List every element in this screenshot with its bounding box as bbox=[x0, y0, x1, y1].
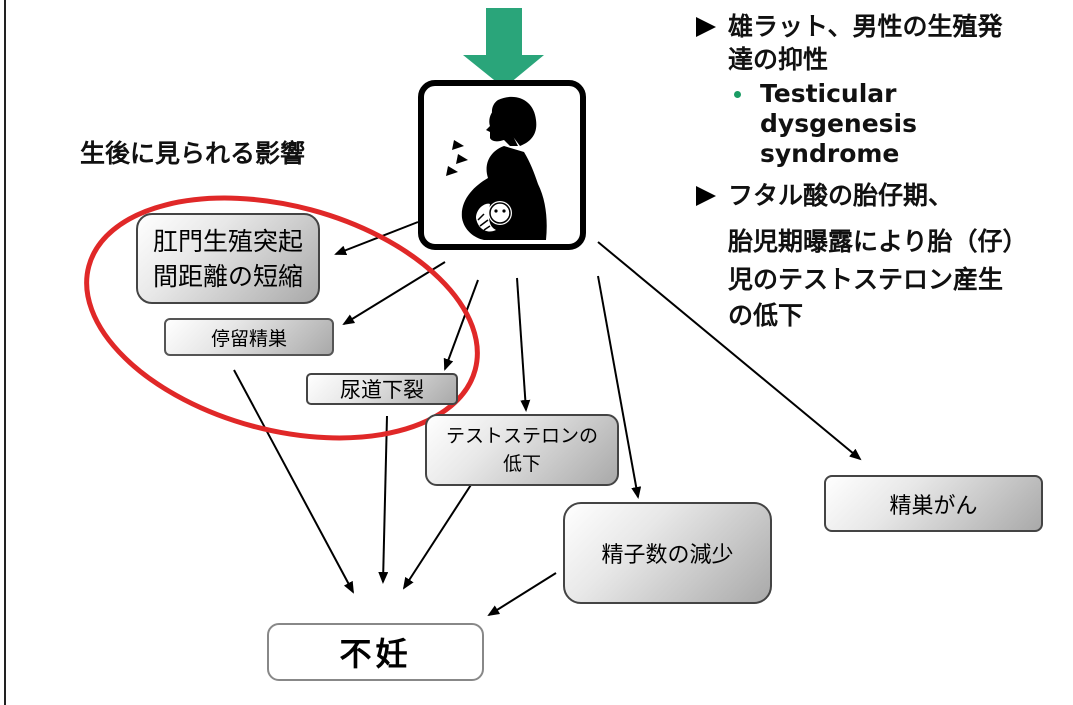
box-label-line1: テストステロンの bbox=[445, 425, 598, 447]
sub-bullet-text: Testicular bbox=[760, 79, 897, 108]
arrow-to-hypospadias bbox=[443, 279, 479, 371]
arrow-testosterone-to-infertility bbox=[402, 473, 479, 590]
box-label: 精巣がん bbox=[889, 493, 978, 519]
page-left-border bbox=[4, 0, 6, 705]
sub-bullet-text: dysgenesis bbox=[760, 109, 918, 138]
arrow-to-sperm bbox=[597, 275, 642, 499]
down-arrow-icon bbox=[463, 8, 544, 88]
bullet-text: 児のテストステロン産生 bbox=[728, 265, 1004, 294]
box-label: 精子数の減少 bbox=[601, 543, 734, 568]
triangle-bullet-icon bbox=[696, 17, 716, 37]
sub-bullet-text: syndrome bbox=[760, 139, 900, 168]
dot-bullet-icon bbox=[734, 91, 741, 98]
bullet-item: 雄ラット、男性の生殖発 達の抑性 bbox=[696, 10, 1066, 76]
anogenital-distance-box: 肛門生殖突起 間距離の短縮 bbox=[136, 213, 320, 304]
testosterone-decrease-box: テストステロンの 低下 bbox=[425, 414, 619, 486]
hypospadias-box: 尿道下裂 bbox=[306, 373, 458, 405]
box-label: 不妊 bbox=[339, 635, 412, 673]
bullet-item: フタル酸の胎仔期、 胎児期曝露により胎（仔） 児のテストステロン産生 の低下 bbox=[696, 179, 1066, 334]
box-label-line2: 低下 bbox=[502, 453, 541, 475]
sperm-count-decrease-box: 精子数の減少 bbox=[563, 502, 772, 604]
bullet-text: 達の抑性 bbox=[728, 45, 829, 74]
bullet-text: フタル酸の胎仔期、 bbox=[728, 181, 954, 210]
arrow-cryptorchidism-to-infertility bbox=[233, 369, 354, 594]
bullet-text: 胎児期曝露により胎（仔） bbox=[728, 227, 1028, 256]
box-label-line2: 間距離の短縮 bbox=[152, 261, 303, 291]
sub-bullet-item: Testicular dysgenesis syndrome bbox=[696, 79, 1066, 169]
bullet-text: 雄ラット、男性の生殖発 bbox=[728, 12, 1003, 41]
pregnant-woman-icon bbox=[418, 80, 586, 250]
cryptorchidism-box: 停留精巣 bbox=[164, 318, 334, 356]
testicular-cancer-box: 精巣がん bbox=[824, 475, 1043, 532]
triangle-bullet-icon bbox=[696, 186, 716, 206]
bullet-text: の低下 bbox=[728, 301, 804, 330]
infertility-box: 不妊 bbox=[267, 623, 484, 681]
bullet-list: 雄ラット、男性の生殖発 達の抑性 Testicular dysgenesis s… bbox=[696, 10, 1066, 334]
box-label: 停留精巣 bbox=[210, 327, 287, 350]
box-label: 尿道下裂 bbox=[340, 378, 424, 402]
arrow-to-cancer bbox=[597, 241, 862, 461]
box-label-line1: 肛門生殖突起 bbox=[152, 226, 303, 256]
arrow-to-cryptorchidism bbox=[342, 261, 446, 326]
arrow-sperm-to-infertility bbox=[487, 572, 557, 617]
arrow-to-testosterone bbox=[516, 277, 531, 412]
arrow-hypospadias-to-infertility bbox=[378, 415, 389, 584]
section-heading: 生後に見られる影響 bbox=[80, 139, 306, 168]
arrow-to-anal-box bbox=[334, 221, 419, 256]
